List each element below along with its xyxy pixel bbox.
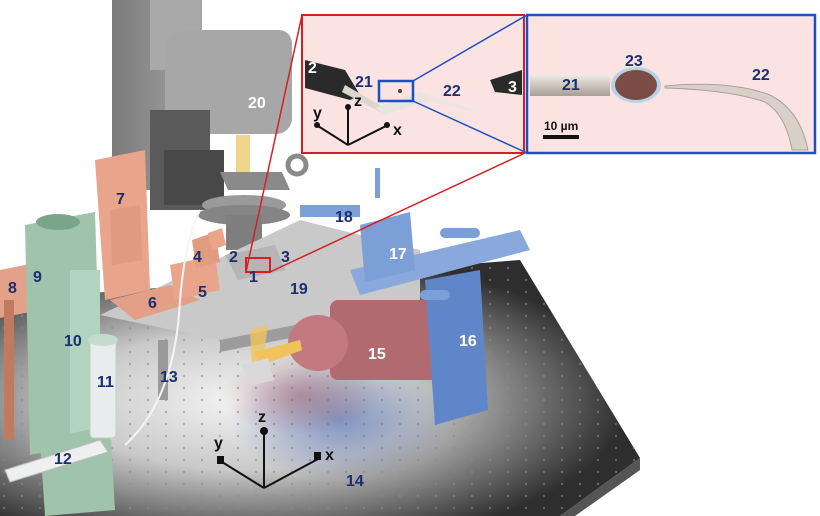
label-14: 14 (346, 473, 364, 490)
label-16: 16 (459, 333, 477, 350)
inset-axis-x: x (393, 122, 402, 139)
label-20: 20 (248, 95, 266, 112)
label-3: 3 (281, 249, 290, 266)
microscope (112, 0, 309, 250)
inset-blue-label-22: 22 (752, 67, 770, 84)
label-5: 5 (198, 284, 207, 301)
inset-blue-label-23: 23 (625, 53, 643, 70)
inset-blue-panel (525, 13, 817, 155)
inset-red-label-2: 2 (308, 60, 317, 77)
label-13: 13 (160, 369, 178, 386)
inset-axis-z: z (354, 93, 362, 110)
label-8: 8 (8, 280, 17, 297)
label-7: 7 (116, 191, 125, 208)
label-12: 12 (54, 451, 72, 468)
main-axis-z: z (258, 409, 266, 426)
label-2: 2 (229, 249, 238, 266)
zoom-indicator-red (245, 14, 526, 273)
inset-axis-y: y (313, 105, 322, 122)
label-17: 17 (389, 246, 407, 263)
label-9: 9 (33, 269, 42, 286)
inset-red-label-3: 3 (508, 79, 517, 96)
micromanipulator (300, 168, 530, 425)
inset-red-label-22: 22 (443, 83, 461, 100)
inset-blue-label-21: 21 (562, 77, 580, 94)
inset-red-panel (301, 14, 528, 154)
main-axes (217, 427, 321, 489)
main-axis-y: y (214, 435, 223, 452)
label-15: 15 (368, 346, 386, 363)
label-6: 6 (148, 295, 157, 312)
label-11: 11 (97, 374, 114, 391)
label-1: 1 (249, 269, 258, 286)
label-4: 4 (193, 249, 202, 266)
label-18: 18 (335, 209, 353, 226)
main-axis-x: x (325, 447, 334, 464)
scale-bar-label: 10 µm (544, 119, 579, 133)
label-10: 10 (64, 333, 82, 350)
inset-red-label-21: 21 (355, 74, 373, 91)
green-tower (25, 212, 115, 516)
label-19: 19 (290, 281, 308, 298)
syringe-assembly (4, 209, 201, 483)
camera (242, 300, 440, 386)
